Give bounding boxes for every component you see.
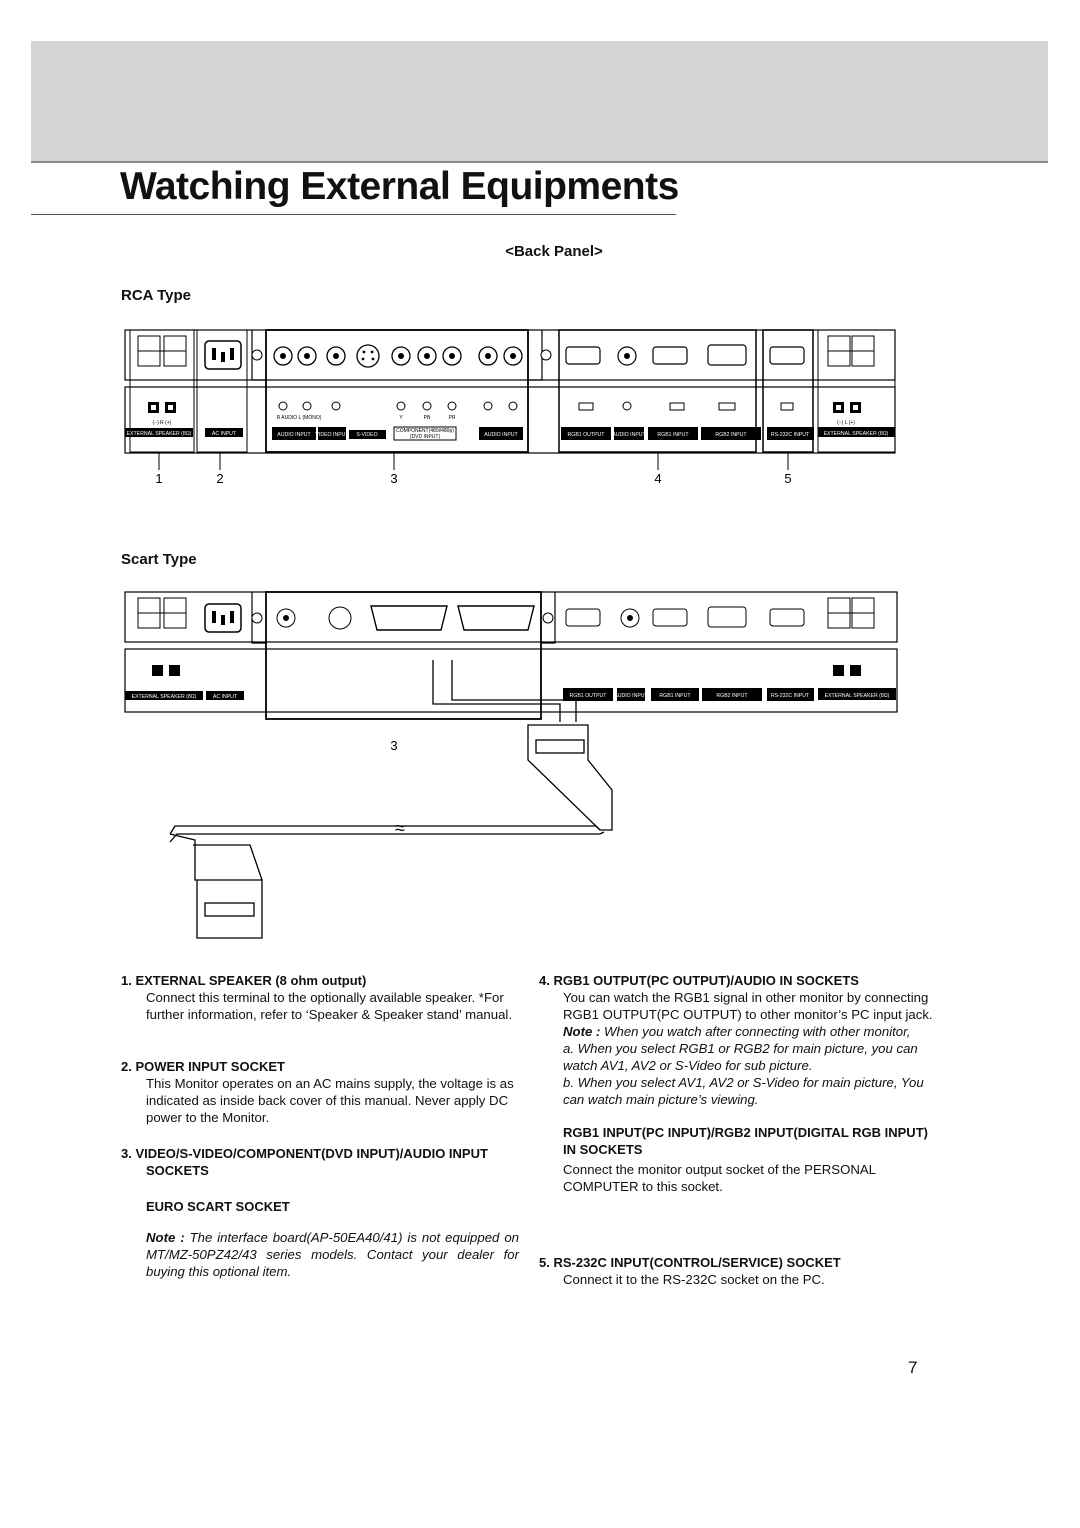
polarity-r-label: (−) R (+) [153, 420, 172, 426]
s-video-label: S-VIDEO [356, 432, 377, 438]
s4-title: 4. RGB1 OUTPUT(PC OUTPUT)/AUDIO IN SOCKE… [539, 973, 859, 988]
callout-3: 3 [390, 471, 397, 486]
rca-back-panel-diagram: EXTERNAL SPEAKER (8Ω) AC INPUT AUDIO INP… [124, 329, 896, 486]
section-5: 5. RS-232C INPUT(CONTROL/SERVICE) SOCKET… [539, 1254, 934, 1288]
rca-type-label: RCA Type [121, 287, 192, 304]
section-1: 1. EXTERNAL SPEAKER (8 ohm output) Conne… [121, 972, 519, 1023]
s5-title: 5. RS-232C INPUT(CONTROL/SERVICE) SOCKET [539, 1255, 841, 1270]
section-4: 4. RGB1 OUTPUT(PC OUTPUT)/AUDIO IN SOCKE… [539, 972, 934, 1195]
pb-label: PB [424, 415, 431, 421]
s4-note-a: a. When you select RGB1 or RGB2 for main… [563, 1041, 918, 1073]
s2-text: This Monitor operates on an AC mains sup… [146, 1076, 514, 1125]
scart-audio-in-label: AUDIO INPUT [614, 693, 648, 699]
s3-sub: EURO SCART SOCKET [146, 1199, 290, 1214]
cable-break-mark: ≈ [395, 818, 405, 838]
s4b-text: Connect the monitor output socket of the… [563, 1162, 876, 1194]
s4-text: You can watch the RGB1 signal in other m… [563, 990, 933, 1022]
scart-rgb1-output-label: RGB1 OUTPUT [570, 693, 608, 699]
section-2: 2. POWER INPUT SOCKET This Monitor opera… [121, 1058, 519, 1126]
s2-title: 2. POWER INPUT SOCKET [121, 1059, 285, 1074]
ac-input-label: AC INPUT [212, 431, 237, 437]
page-title: Watching External Equipments [120, 165, 679, 208]
scart-rgb1-input-label: RGB1 INPUT [659, 693, 691, 699]
y-label: Y [399, 415, 403, 421]
scart-rgb2-input-label: RGB2 INPUT [716, 693, 748, 699]
page-number: 7 [908, 1358, 918, 1377]
audio-input-label: AUDIO INPUT [277, 432, 311, 438]
scart-back-panel-diagram: EXTERNAL SPEAKER (8Ω) AC INPUT RGB1 OUTP… [124, 591, 898, 939]
back-panel-heading: <Back Panel> [505, 243, 603, 260]
s1-text: Connect this terminal to the optionally … [146, 990, 513, 1022]
component-label: COMPONENT(480i/480p) [396, 428, 454, 434]
callout-5: 5 [784, 471, 791, 486]
polarity-l-label: (−) L (+) [837, 420, 855, 426]
s1-title: 1. EXTERNAL SPEAKER (8 ohm output) [121, 973, 367, 988]
s4b-title: RGB1 INPUT(PC INPUT)/RGB2 INPUT(DIGITAL … [563, 1125, 928, 1157]
scart-rs232c-label: RS-232C INPUT [771, 693, 810, 699]
rgb1-input-label: RGB1 INPUT [657, 432, 689, 438]
ext-speaker-left-label: EXTERNAL SPEAKER (8Ω) [127, 431, 192, 437]
scart-type-label: Scart Type [121, 551, 197, 568]
s5-text: Connect it to the RS-232C socket on the … [563, 1272, 825, 1287]
rs232c-label: RS-232C INPUT [771, 432, 810, 438]
audio-mono-label: R AUDIO L (MONO) [277, 415, 322, 421]
callout-2: 2 [216, 471, 223, 486]
scart-ext-speaker-left-label: EXTERNAL SPEAKER (8Ω) [132, 694, 197, 700]
component-audio-label: AUDIO INPUT [484, 432, 518, 438]
scart-ac-input-label: AC INPUT [213, 694, 238, 700]
callout-4: 4 [654, 471, 661, 486]
callout-1: 1 [155, 471, 162, 486]
pr-label: PR [449, 415, 456, 421]
ext-speaker-right-label: EXTERNAL SPEAKER (8Ω) [824, 431, 889, 437]
s3-note: Note : The interface board(AP-50EA40/41)… [146, 1230, 519, 1279]
header-banner [31, 41, 1048, 163]
section-3: 3. VIDEO/S-VIDEO/COMPONENT(DVD INPUT)/AU… [121, 1145, 519, 1280]
s3-title: 3. VIDEO/S-VIDEO/COMPONENT(DVD INPUT)/AU… [121, 1146, 488, 1178]
rgb1-output-label: RGB1 OUTPUT [568, 432, 606, 438]
title-rule [31, 214, 676, 215]
s4-note-b: b. When you select AV1, AV2 or S-Video f… [563, 1075, 924, 1107]
scart-callout-3: 3 [390, 738, 397, 753]
audio-in-label: AUDIO INPUT [612, 432, 646, 438]
dvd-input-label: (DVD INPUT) [410, 434, 441, 440]
s4-note: Note : When you watch after connecting w… [563, 1024, 911, 1039]
video-input-label: VIDEO INPUT [315, 432, 349, 438]
rgb2-input-label: RGB2 INPUT [715, 432, 747, 438]
scart-ext-speaker-right-label: EXTERNAL SPEAKER (8Ω) [825, 693, 890, 699]
